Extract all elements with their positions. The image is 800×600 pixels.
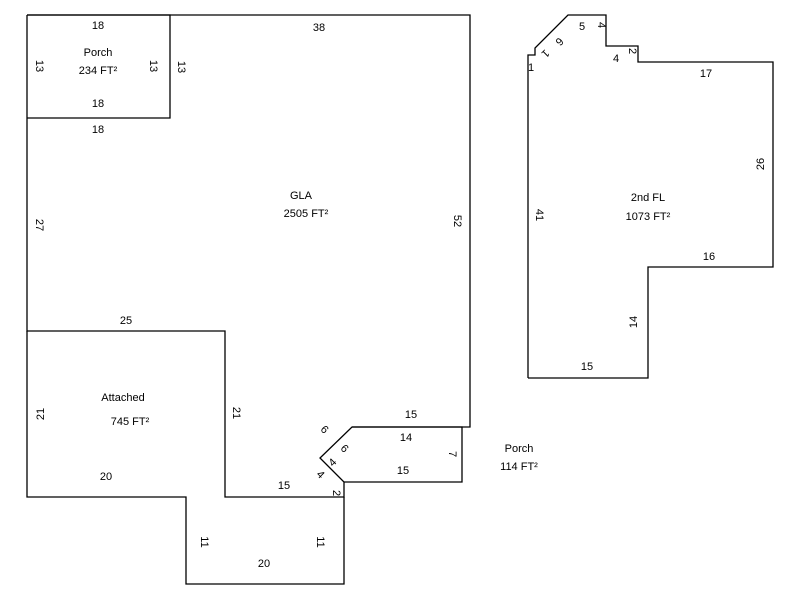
second-floor-area: 1073 FT²: [626, 211, 671, 223]
dim-label: 4: [595, 22, 607, 28]
dim-label: 27: [33, 219, 45, 231]
dim-label: 26: [755, 158, 767, 170]
dim-label: 4: [326, 456, 339, 469]
dim-label: 20: [258, 558, 270, 570]
dim-label: 15: [581, 361, 593, 373]
porch-small-name: Porch: [505, 443, 534, 455]
gla-name: GLA: [290, 190, 313, 202]
dim-label: 6: [553, 35, 566, 48]
porch-top-area: 234 FT²: [79, 65, 118, 77]
dim-label: 13: [175, 61, 187, 73]
porch-small-area: 114 FT²: [500, 461, 538, 473]
dim-label: 21: [230, 407, 242, 419]
dim-label: 6: [338, 442, 351, 455]
dim-label: 18: [92, 20, 104, 32]
dim-label: 13: [33, 60, 45, 72]
dim-label: 21: [35, 408, 47, 420]
porch-small-outline: [344, 426, 463, 483]
dim-label: 17: [700, 68, 712, 80]
dim-label: 18: [92, 98, 104, 110]
dim-label: 4: [314, 468, 327, 481]
dim-label: 16: [703, 251, 715, 263]
attached-area: 745 FT²: [111, 416, 150, 428]
dim-label: 15: [405, 409, 417, 421]
dim-label: 1: [539, 47, 552, 60]
dim-label: 15: [397, 465, 409, 477]
second-floor-name: 2nd FL: [631, 192, 665, 204]
dim-label: 41: [533, 209, 545, 221]
dim-label: 6: [318, 423, 331, 436]
attached-name: Attached: [101, 392, 144, 404]
gla-outline: [26, 14, 471, 498]
dim-label: 7: [446, 451, 458, 457]
dim-label: 38: [313, 22, 325, 34]
dim-label: 25: [120, 315, 132, 327]
dim-label: 15: [278, 480, 290, 492]
second-floor-outline: [527, 14, 774, 379]
dim-label: 2: [626, 48, 638, 54]
dim-label: 4: [613, 53, 619, 65]
porch-top-outline: [27, 14, 171, 119]
gla-area: 2505 FT²: [284, 208, 329, 220]
dim-label: 2: [330, 490, 342, 496]
dim-label: 11: [198, 536, 210, 547]
dim-label: 14: [628, 316, 640, 328]
dim-label: 14: [400, 432, 412, 444]
dim-label: 20: [100, 471, 112, 483]
dim-label: 11: [314, 536, 326, 547]
dim-label: 13: [147, 60, 159, 72]
attached-outline: [26, 331, 345, 585]
dim-label: 5: [579, 21, 585, 33]
dim-label: 1: [528, 62, 534, 74]
dim-label: 18: [92, 124, 104, 136]
dim-label: 52: [451, 215, 463, 227]
porch-top-name: Porch: [84, 47, 113, 59]
